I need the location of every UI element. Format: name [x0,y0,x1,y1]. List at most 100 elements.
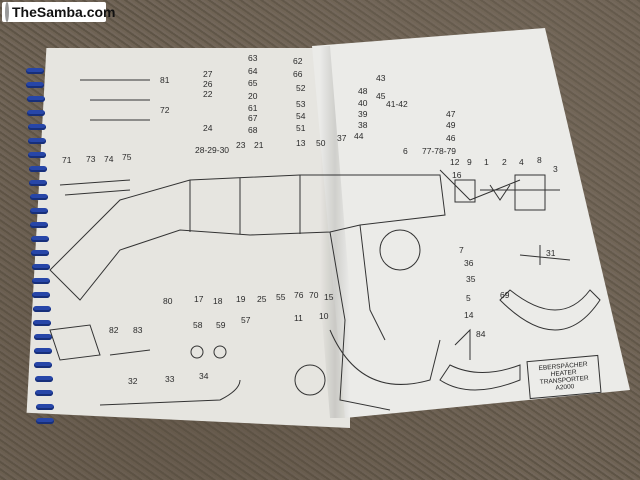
part-label: 45 [376,91,386,101]
part-label: 49 [446,120,456,130]
part-label: 10 [319,311,329,321]
binding-ring [34,362,53,368]
part-label: 80 [163,296,173,306]
part-label: 66 [293,69,303,79]
part-label: 22 [203,89,213,99]
part-label: 36 [464,258,474,268]
part-label: 7 [459,245,464,255]
part-label: 43 [376,73,386,83]
part-label: 70 [309,290,319,300]
part-label: 39 [358,109,368,119]
part-label: 58 [193,320,203,330]
binding-ring [35,404,54,410]
part-label: 28-29-30 [195,145,230,155]
part-label: 5 [466,293,471,303]
binding-ring [28,138,46,144]
part-label: 55 [276,292,286,302]
part-label: 9 [467,157,472,167]
part-label: 40 [358,98,368,108]
part-label: 84 [476,329,486,339]
part-label: 19 [236,294,246,304]
part-label: 16 [452,170,462,180]
part-label: 63 [248,53,258,63]
part-label: 74 [104,154,114,164]
logo-icon [5,2,9,22]
part-label: 20 [248,91,258,101]
part-label: 54 [296,111,306,121]
part-label: 12 [450,157,460,167]
binding-ring [30,236,49,242]
part-label: 72 [160,105,170,115]
part-label: 48 [358,86,368,96]
binding-ring [29,194,48,200]
part-label: 2 [502,157,507,167]
part-label: 1 [484,157,489,167]
part-label: 31 [546,248,556,258]
binding-ring [27,124,46,130]
part-label: 24 [203,123,213,133]
part-label: 82 [109,325,119,335]
binding-ring [36,418,54,424]
binding-ring [26,68,44,74]
binding-ring [32,306,51,312]
title-plate: EBERSPÄCHER HEATER TRANSPORTER A2000 [526,354,602,400]
part-label: 34 [199,371,209,381]
part-label: 62 [293,56,303,66]
binding-ring [31,250,50,256]
binding-ring [31,264,50,270]
binding-ring [30,208,48,214]
part-label: 33 [165,374,175,384]
part-label: 44 [354,131,364,141]
binding-ring [32,292,51,298]
binding-ring [26,82,45,88]
binding-ring [27,110,46,116]
part-label: 35 [466,274,476,284]
part-label: 18 [213,296,223,306]
part-label: 25 [257,294,267,304]
binding-ring [33,334,52,340]
part-label: 11 [294,313,303,323]
binding-ring [28,166,47,172]
part-label: 73 [86,154,96,164]
part-label: 59 [216,320,226,330]
part-label: 14 [464,310,474,320]
part-label: 21 [254,140,264,150]
part-label: 81 [160,75,170,85]
part-label: 38 [358,120,368,130]
part-label: 53 [296,99,306,109]
part-label: 75 [122,152,132,162]
part-label: 47 [446,109,456,119]
part-label: 23 [236,140,246,150]
watermark-text: TheSamba.com [12,4,116,20]
part-label: 32 [128,376,138,386]
part-label: 52 [296,83,306,93]
part-label: 4 [519,157,524,167]
part-label: 76 [294,290,304,300]
part-label: 15 [324,292,334,302]
part-label: 67 [248,113,258,123]
part-label: 65 [248,78,258,88]
binding-ring [33,320,52,326]
part-label: 68 [248,125,258,135]
part-label: 64 [248,66,258,76]
part-label: 27 [203,69,213,79]
part-label: 69 [500,290,510,300]
part-label: 83 [133,325,143,335]
part-label: 6 [403,146,408,156]
part-label: 8 [537,155,542,165]
binding-ring [34,376,53,382]
binding-ring [28,152,47,158]
thesamba-watermark: TheSamba.com [2,2,115,22]
part-label: 61 [248,103,258,113]
part-label: 26 [203,79,213,89]
part-label: 13 [296,138,306,148]
part-label: 41-42 [386,99,408,109]
part-label: 37 [337,133,347,143]
binding-ring [35,390,54,396]
binding-ring [29,180,48,186]
part-label: 3 [553,164,558,174]
binding-ring [30,222,49,228]
part-label: 71 [62,155,72,165]
